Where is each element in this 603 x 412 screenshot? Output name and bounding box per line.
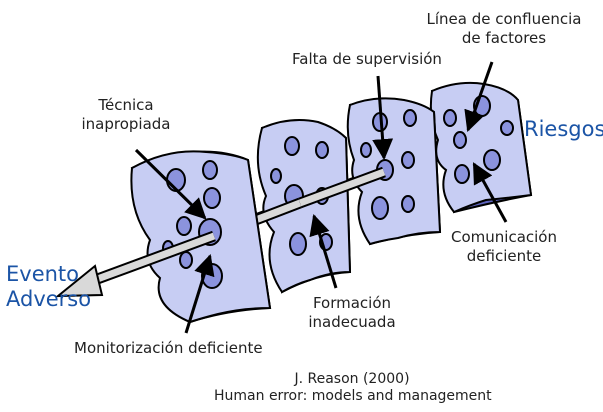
label-comunicacion: Comunicación deficiente xyxy=(448,228,560,266)
label-riesgos: Riesgos xyxy=(524,117,603,142)
label-confluencia: Línea de confluencia de factores xyxy=(424,10,584,48)
label-comunicacion-line2: deficiente xyxy=(448,247,560,266)
label-evento-line2: Adverso xyxy=(6,287,91,312)
label-tecnica-line2: inapropiada xyxy=(76,115,176,134)
hole xyxy=(285,137,299,155)
hole xyxy=(444,110,456,126)
label-confluencia-line1: Línea de confluencia xyxy=(424,10,584,29)
cheese-slice-3 xyxy=(348,98,440,244)
hole xyxy=(404,110,416,126)
hole xyxy=(484,150,500,170)
cheese-slice-4 xyxy=(431,83,531,212)
hole xyxy=(180,252,192,268)
label-falta-supervision-text: Falta de supervisión xyxy=(292,50,442,68)
source-line1: J. Reason (2000) xyxy=(214,371,490,388)
source-line2: Human error: models and management xyxy=(214,388,490,405)
label-tecnica-line1: Técnica xyxy=(76,96,176,115)
hole xyxy=(501,121,513,135)
label-formacion-line1: Formación xyxy=(302,294,402,313)
label-formacion-line2: inadecuada xyxy=(302,313,402,332)
hole xyxy=(203,161,217,179)
label-tecnica: Técnica inapropiada xyxy=(76,96,176,134)
source-citation: J. Reason (2000) Human error: models and… xyxy=(214,371,490,405)
hole xyxy=(402,196,414,212)
hole xyxy=(316,142,328,158)
hole xyxy=(455,165,469,183)
hole xyxy=(290,233,306,255)
label-monitorizacion-text: Monitorización deficiente xyxy=(74,339,263,357)
hole xyxy=(454,132,466,148)
hole xyxy=(402,152,414,168)
label-monitorizacion: Monitorización deficiente xyxy=(74,339,263,358)
label-evento-line1: Evento xyxy=(6,262,91,287)
hole xyxy=(372,197,388,219)
hole xyxy=(204,188,220,208)
label-falta-supervision: Falta de supervisión xyxy=(292,50,442,69)
label-comunicacion-line1: Comunicación xyxy=(448,228,560,247)
label-evento-adverso: Evento Adverso xyxy=(6,262,91,312)
label-riesgos-text: Riesgos xyxy=(524,117,603,141)
hole xyxy=(361,143,371,157)
label-formacion: Formación inadecuada xyxy=(302,294,402,332)
hole xyxy=(177,217,191,235)
label-confluencia-line2: de factores xyxy=(424,29,584,48)
hole xyxy=(271,169,281,183)
